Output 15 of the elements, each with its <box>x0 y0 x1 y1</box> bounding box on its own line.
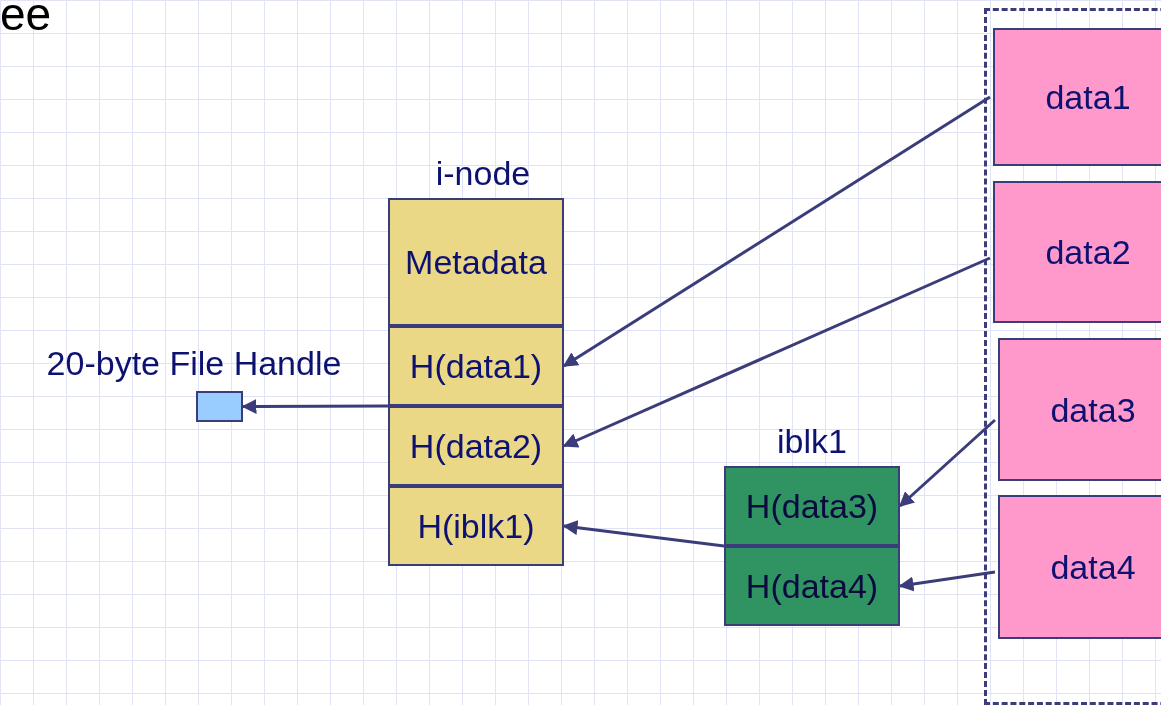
data-block: data2 <box>993 181 1161 323</box>
box-heading: i-node <box>434 156 532 190</box>
data-block: data4 <box>998 495 1161 639</box>
data-block: data1 <box>993 28 1161 166</box>
box-heading: iblk1 <box>776 424 848 458</box>
data-block: data3 <box>998 338 1161 481</box>
box-heading: 20-byte File Handle <box>45 346 343 380</box>
title-text: ee <box>0 0 52 42</box>
table-cell: H(data4) <box>724 546 900 626</box>
dashed-region <box>984 8 1161 705</box>
table-cell: H(iblk1) <box>388 486 564 566</box>
table-cell: H(data2) <box>388 406 564 486</box>
table-cell: H(data3) <box>724 466 900 546</box>
table-cell: Metadata <box>388 198 564 326</box>
table-cell: H(data1) <box>388 326 564 406</box>
